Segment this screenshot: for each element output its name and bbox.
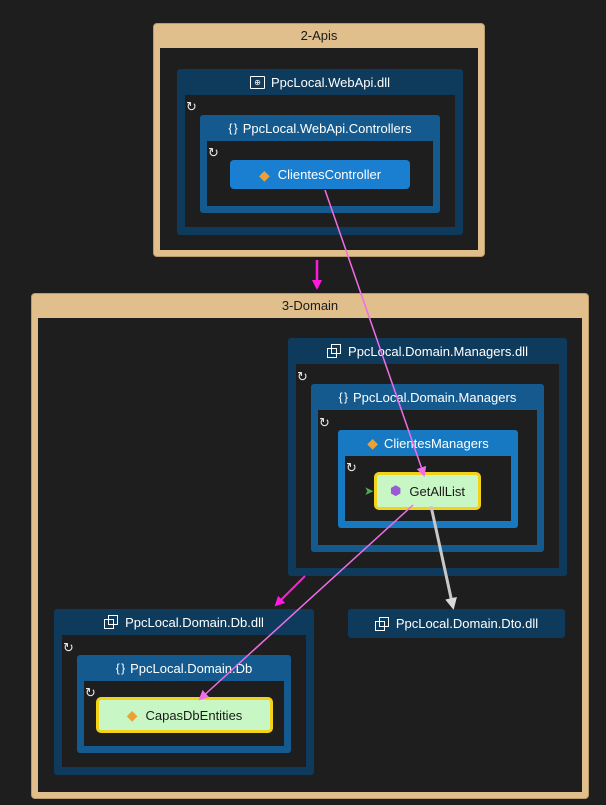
- class-icon: ◆: [126, 707, 138, 723]
- assembly-label: PpcLocal.Domain.Managers.dll: [348, 343, 528, 359]
- namespace-header: { } PpcLocal.Domain.Managers: [311, 384, 544, 410]
- refresh-icon[interactable]: ↻: [297, 369, 308, 384]
- web-assembly-icon: ⊕: [250, 75, 265, 89]
- class-icon: ◆: [367, 435, 378, 451]
- public-member-icon: ➤: [364, 484, 375, 498]
- namespace-label: PpcLocal.Domain.Managers: [353, 389, 517, 405]
- refresh-icon[interactable]: ↻: [346, 460, 357, 475]
- refresh-icon[interactable]: ↻: [186, 99, 197, 114]
- namespace-icon: { }: [338, 390, 348, 404]
- namespace-icon: { }: [115, 661, 125, 675]
- assembly-domain-dto[interactable]: PpcLocal.Domain.Dto.dll: [348, 609, 565, 638]
- assembly-header: PpcLocal.Domain.Db.dll: [54, 609, 314, 635]
- method-icon: ⬢: [390, 483, 402, 498]
- assembly-icon: [327, 344, 342, 358]
- class-label: CapasDbEntities: [145, 707, 243, 723]
- assembly-header: PpcLocal.Domain.Managers.dll: [288, 338, 567, 364]
- refresh-icon[interactable]: ↻: [85, 685, 96, 700]
- namespace-header: { } PpcLocal.Domain.Db: [77, 655, 291, 681]
- namespace-header: { } PpcLocal.WebApi.Controllers: [200, 115, 440, 141]
- namespace-label: PpcLocal.Domain.Db: [130, 660, 253, 676]
- refresh-icon[interactable]: ↻: [63, 640, 74, 655]
- refresh-icon[interactable]: ↻: [208, 145, 219, 160]
- method-get-all-list[interactable]: ⬢ GetAllList: [374, 472, 481, 510]
- assembly-header: ⊕ PpcLocal.WebApi.dll: [177, 69, 463, 95]
- assembly-icon: [374, 616, 390, 631]
- refresh-icon[interactable]: ↻: [319, 415, 330, 430]
- class-clientes-controller[interactable]: ◆ ClientesController: [230, 160, 410, 189]
- assembly-icon: [104, 615, 119, 629]
- class-header: ◆ ClientesManagers: [338, 430, 518, 456]
- namespace-icon: { }: [228, 121, 237, 135]
- class-label: ClientesController: [277, 167, 382, 182]
- class-capas-db-entities[interactable]: ◆ CapasDbEntities: [96, 697, 273, 733]
- method-label: GetAllList: [409, 483, 465, 499]
- assembly-label: PpcLocal.WebApi.dll: [271, 74, 390, 90]
- namespace-label: PpcLocal.WebApi.Controllers: [242, 120, 412, 136]
- assembly-label: PpcLocal.Domain.Db.dll: [125, 614, 264, 630]
- layer-title: 2-Apis: [300, 28, 338, 43]
- layer-title: 3-Domain: [281, 298, 339, 313]
- class-icon: ◆: [258, 166, 270, 183]
- assembly-label: PpcLocal.Domain.Dto.dll: [395, 616, 539, 631]
- class-label: ClientesManagers: [384, 435, 489, 451]
